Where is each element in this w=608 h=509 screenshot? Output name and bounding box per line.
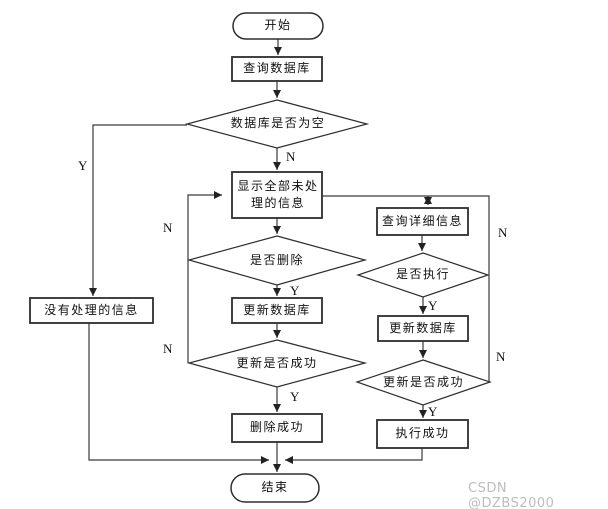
is-execute-diamond: [356, 252, 490, 298]
edge-executeok-merge: [285, 448, 423, 464]
execute-ok-box: [376, 419, 469, 449]
update-db-left-box: [231, 297, 323, 324]
db-empty-diamond: [184, 99, 370, 149]
show-unprocessed-box: [231, 171, 323, 219]
delete-ok-box: [231, 413, 323, 443]
update-db-right-box: [377, 315, 469, 342]
edge-left-n-loop: [187, 191, 222, 363]
is-delete-diamond: [186, 235, 368, 286]
edge-show-right-rail: [322, 195, 490, 383]
edge-noinfo-merge: [88, 323, 269, 464]
update-ok-left-diamond: [186, 339, 368, 388]
up-arrowhead: [424, 196, 432, 204]
edge-dbempty-noinfo: [89, 124, 187, 296]
no-info-box: [29, 297, 154, 324]
update-ok-right-diamond: [355, 359, 492, 406]
query-detail-box: [376, 207, 469, 236]
end-oval: [230, 473, 320, 503]
query-db-box: [231, 56, 323, 82]
start-oval: [232, 12, 324, 40]
